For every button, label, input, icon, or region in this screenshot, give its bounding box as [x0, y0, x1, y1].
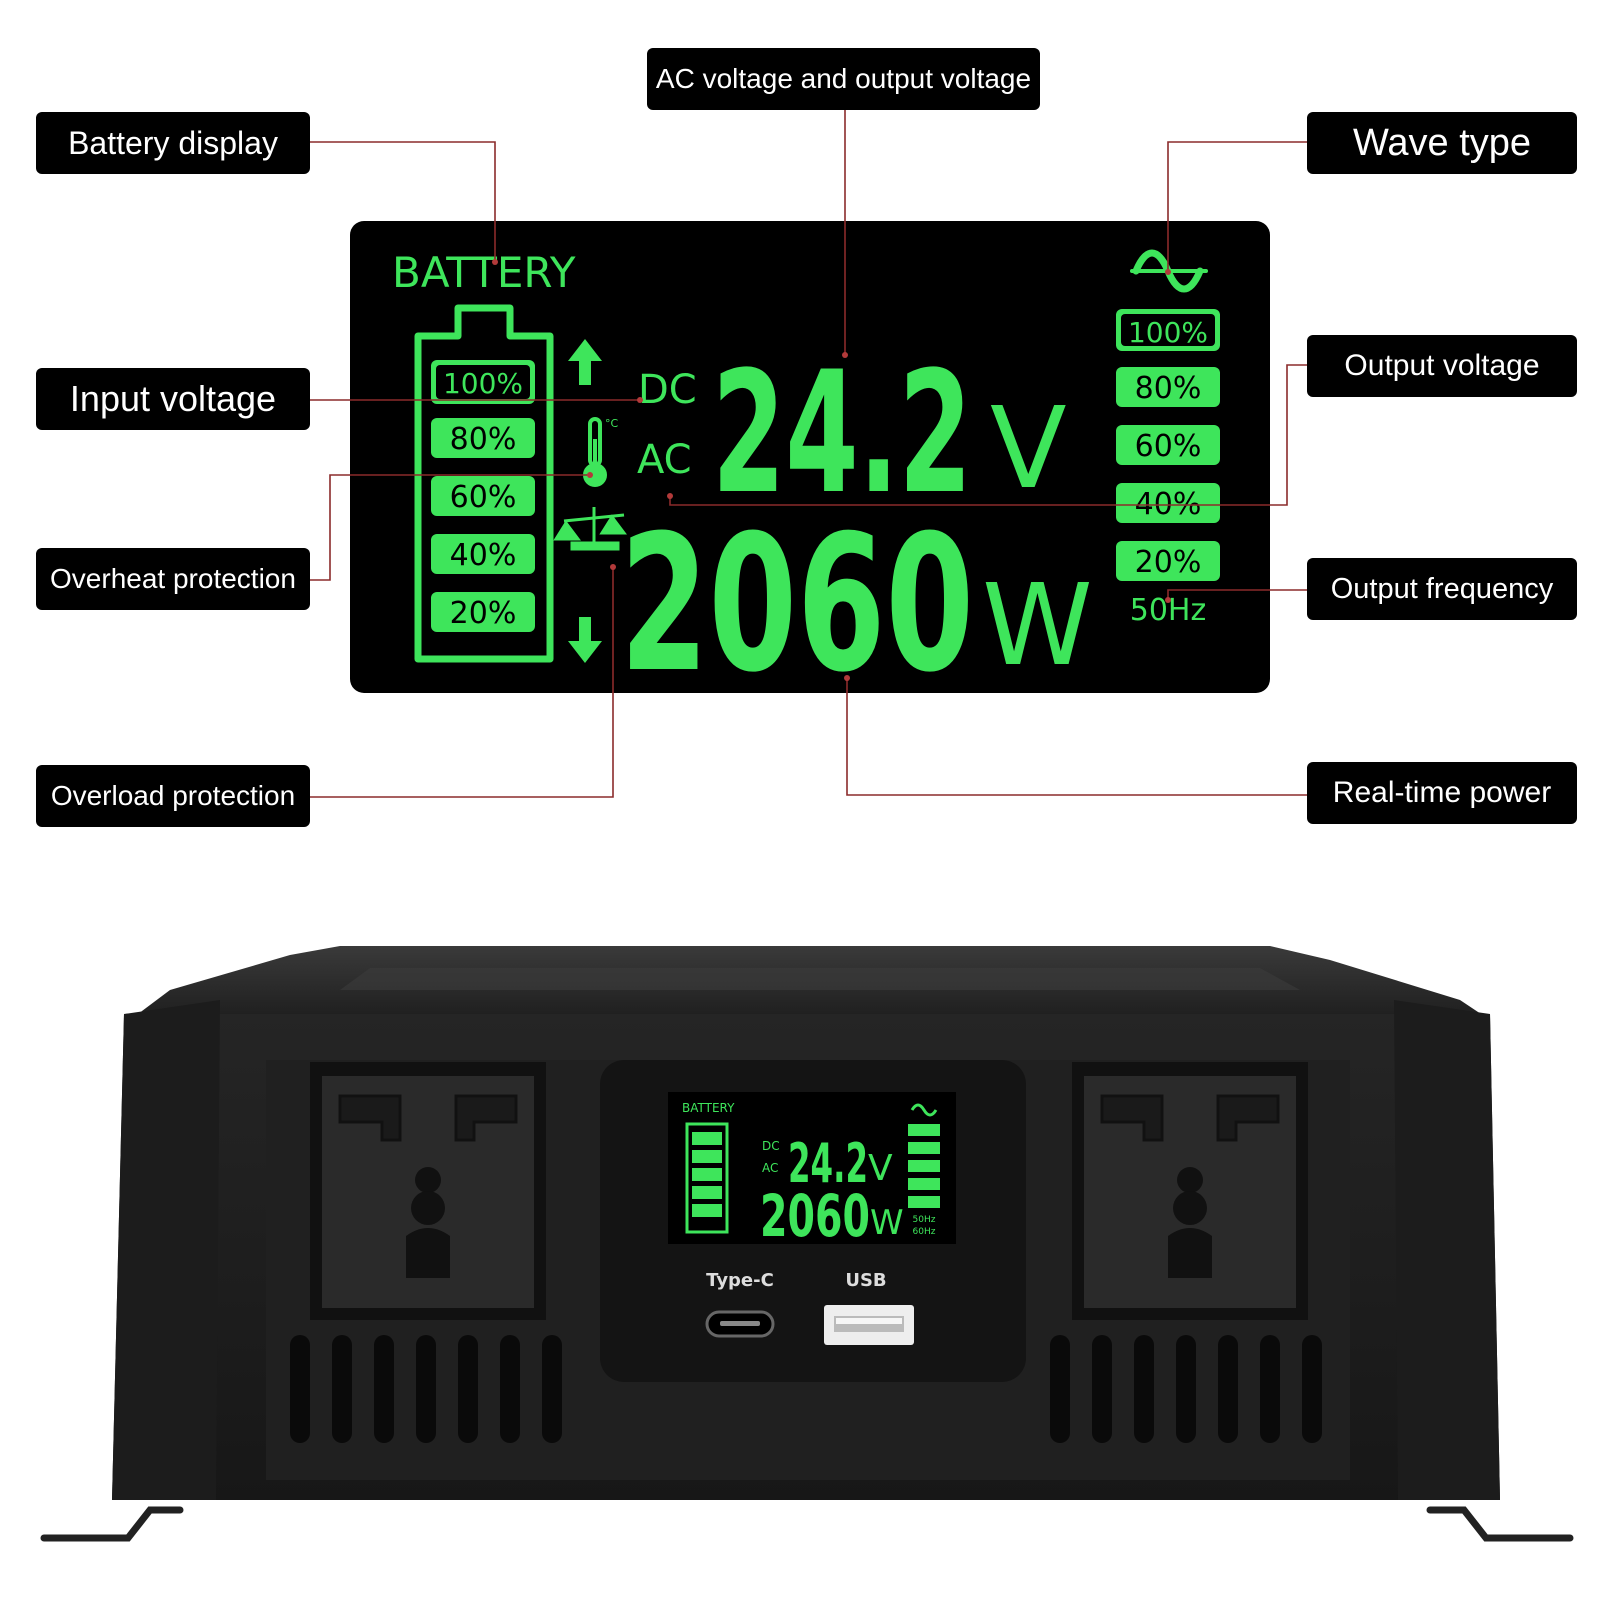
small-frequency-50: 50Hz: [913, 1215, 936, 1225]
arrow-up-icon: [568, 339, 602, 385]
typec-port-icon: [705, 1310, 775, 1338]
ac-socket-left: [310, 1062, 546, 1320]
svg-text:W: W: [870, 1203, 904, 1243]
celsius-symbol: °C: [605, 417, 619, 430]
power-unit: W: [982, 561, 1093, 691]
callout-wave-type: Wave type: [1307, 112, 1577, 174]
output-level-label: 20%: [1135, 545, 1202, 580]
output-level-label: 100%: [1128, 316, 1208, 349]
svg-text:AC: AC: [762, 1161, 778, 1175]
svg-text:V: V: [868, 1148, 893, 1189]
callout-overload-protection: Overload protection: [36, 765, 310, 827]
small-lcd: BATTERY 24.2 V 2060 W DC AC 50Hz 60Hz: [668, 1092, 956, 1250]
base-feet: [40, 1506, 1574, 1542]
svg-text:2060: 2060: [760, 1182, 870, 1250]
callout-battery-display: Battery display: [36, 112, 310, 174]
usb-port-icon: [824, 1305, 914, 1345]
small-battery-title: BATTERY: [682, 1101, 735, 1115]
battery-level-label: 100%: [443, 367, 523, 400]
callout-output-voltage: Output voltage: [1307, 335, 1577, 397]
vent-left: [290, 1335, 562, 1443]
callout-ac-voltage: AC voltage and output voltage: [647, 48, 1040, 110]
svg-text:24.2: 24.2: [788, 1132, 868, 1195]
vent-right: [1050, 1335, 1322, 1443]
power-value: 2060: [620, 495, 974, 693]
small-frequency-60: 60Hz: [913, 1227, 936, 1237]
callout-realtime-power: Real-time power: [1307, 762, 1577, 824]
typec-label: Type-C: [706, 1270, 774, 1291]
battery-level-label: 80%: [450, 422, 517, 457]
callout-overheat-protection: Overheat protection: [36, 548, 310, 610]
usb-label: USB: [845, 1270, 886, 1291]
svg-text:DC: DC: [762, 1139, 780, 1153]
ac-socket-right: [1072, 1062, 1308, 1320]
callout-input-voltage: Input voltage: [36, 368, 310, 430]
callout-output-frequency: Output frequency: [1307, 558, 1577, 620]
